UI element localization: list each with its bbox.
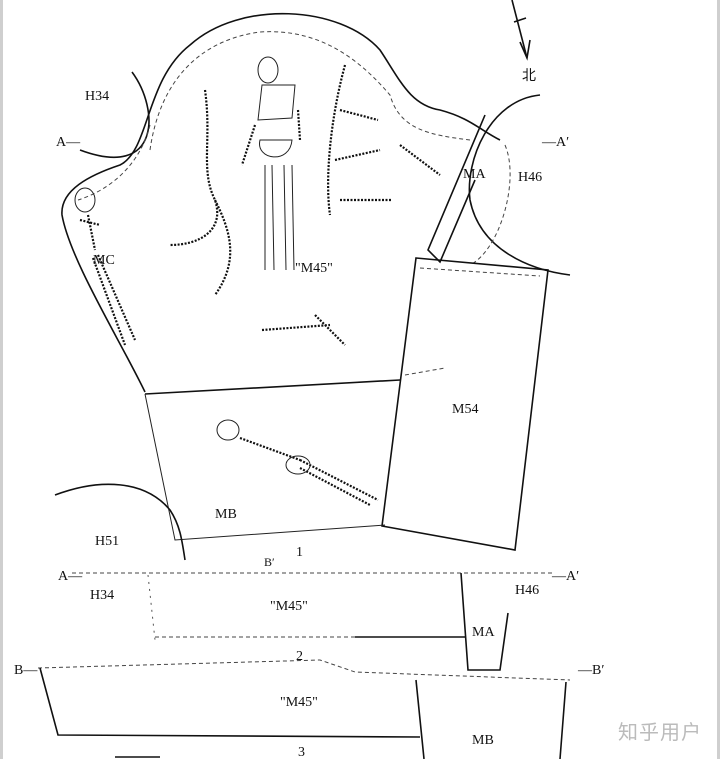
bone-pile-left: [169, 89, 232, 296]
mc-label: MC: [93, 253, 115, 268]
m54-label: M54: [452, 402, 478, 417]
north-label: 北: [522, 68, 536, 84]
m45-pit-outline: [61, 12, 501, 393]
ma-label: MA: [463, 167, 486, 182]
watermark: 知乎用户: [618, 720, 702, 744]
section-1-a-left: A—: [58, 569, 83, 584]
section-1-h46: H46: [515, 583, 539, 598]
north-arrow-icon: [511, 0, 531, 61]
section-2-b-left: B—: [14, 663, 38, 678]
section-1-ma: MA: [472, 625, 495, 640]
ma-section-outline: [460, 572, 509, 671]
h46-pit-outline: [468, 94, 571, 276]
a-left-label: A—: [56, 135, 81, 150]
a-right-label: —A′: [541, 135, 569, 150]
mb-skeleton: [216, 419, 379, 506]
h46-label: H46: [518, 170, 542, 185]
mc-skeleton: [74, 187, 137, 346]
b-prime-marker: B′: [264, 555, 275, 569]
section-1-m45: "M45": [270, 599, 308, 614]
section-2-mb: MB: [472, 733, 494, 748]
m45-bottom-edge: [144, 379, 401, 395]
h34-label: H34: [85, 89, 109, 104]
m45-label: "M45": [295, 261, 333, 276]
section-3-number: 3: [298, 745, 305, 759]
bone-pile-right: [327, 64, 441, 216]
h51-pit-outline: [54, 483, 186, 561]
h51-label: H51: [95, 534, 119, 549]
section-2-number: 2: [296, 649, 303, 664]
m54-grave-outline: [381, 257, 549, 551]
section-2-m45: "M45": [280, 695, 318, 710]
section-2-b-right: —B′: [577, 663, 604, 678]
section-1: [72, 572, 555, 671]
section-2: [37, 659, 571, 759]
h34-pit-outline: [79, 71, 150, 158]
mb-grave-outline: [144, 393, 386, 541]
section-1-h34: H34: [90, 588, 114, 603]
central-skeleton: [240, 56, 302, 271]
bone-pile-lower: [261, 314, 346, 346]
mb-label: MB: [215, 507, 237, 522]
section-1-a-right: —A′: [551, 569, 579, 584]
section-1-number: 1: [296, 545, 303, 560]
ma-grave-outline: [427, 114, 486, 264]
